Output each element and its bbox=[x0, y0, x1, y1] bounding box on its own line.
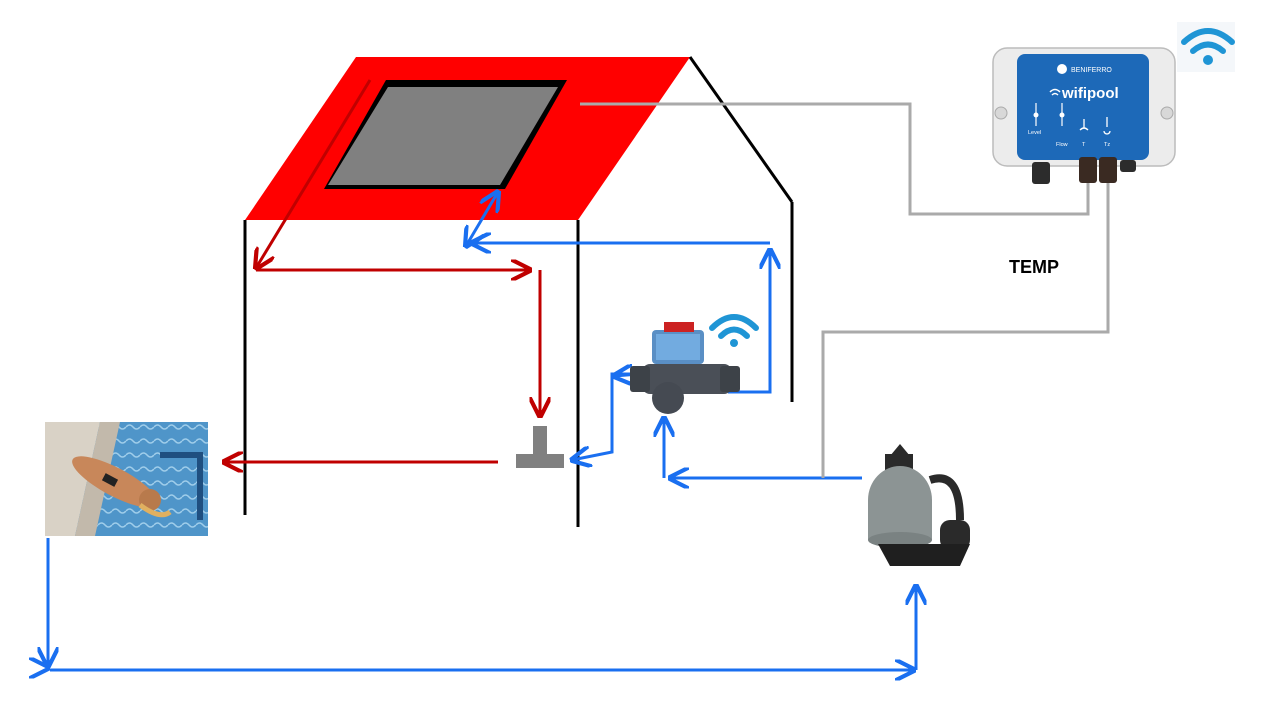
level-icon bbox=[1033, 112, 1039, 118]
port-label-level: Level bbox=[1028, 130, 1041, 136]
pool-image bbox=[45, 422, 208, 536]
sensor-wiring bbox=[580, 102, 1110, 478]
panel-inlet-line bbox=[466, 192, 498, 246]
thermometer-icon bbox=[1103, 117, 1111, 135]
three-way-valve bbox=[630, 322, 740, 414]
tee-fitting bbox=[516, 426, 564, 468]
wifi-icon bbox=[709, 314, 759, 347]
controller-connectors bbox=[1032, 157, 1136, 184]
port-label-flow: Flow bbox=[1056, 142, 1068, 148]
panel-temp-wire bbox=[580, 102, 1090, 216]
wifi-icon bbox=[1177, 22, 1235, 72]
sand-filter-pump bbox=[868, 444, 970, 566]
flow-icon bbox=[1059, 112, 1065, 118]
solar-panel bbox=[324, 80, 567, 189]
hot-line-panel-out bbox=[256, 79, 372, 268]
hot-water-circuit bbox=[224, 79, 540, 462]
valve-to-roof-line bbox=[728, 250, 770, 394]
house-gable-right bbox=[688, 56, 794, 203]
port-label-t: T bbox=[1082, 142, 1086, 148]
controller-name: wifipool bbox=[1061, 85, 1119, 102]
cold-water-circuit bbox=[48, 192, 916, 670]
wifi-icon bbox=[1049, 88, 1061, 96]
pump-temp-wire bbox=[821, 180, 1110, 478]
controller-brand: BENIFERRO bbox=[1071, 67, 1112, 74]
port-label-tz: Tz bbox=[1104, 142, 1110, 148]
temp-label: TEMP bbox=[1009, 257, 1059, 277]
wifipool-controller: BENIFERRO wifipool Level Flow T Tz bbox=[992, 47, 1176, 184]
temperature-icon bbox=[1079, 119, 1089, 131]
logo-icon bbox=[1057, 64, 1067, 74]
